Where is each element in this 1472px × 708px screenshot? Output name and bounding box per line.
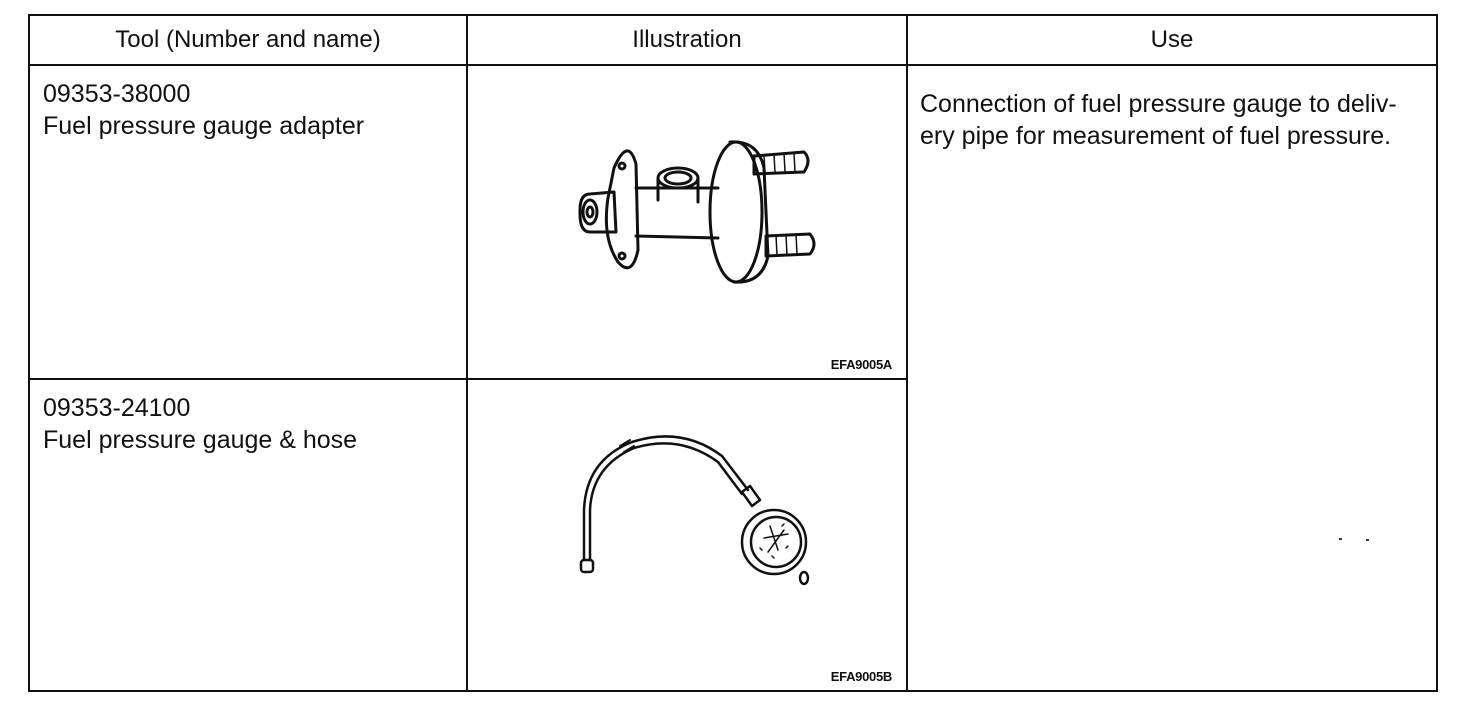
use-cell: Connection of fuel pressure gauge to del… — [906, 64, 1438, 692]
speck — [1339, 538, 1342, 540]
illustration-cell: EFA9005A — [466, 64, 908, 380]
header-illustration: Illustration — [466, 14, 908, 66]
table-row: 09353-38000 Fuel pressure gauge adapter — [28, 64, 1438, 692]
tool-number: 09353-38000 — [43, 80, 191, 108]
tool-number: 09353-24100 — [43, 394, 191, 422]
header-row: Tool (Number and name) Illustration Use — [28, 14, 1438, 66]
tool-name: Fuel pressure gauge adapter — [43, 112, 365, 140]
header-tool: Tool (Number and name) — [28, 14, 468, 66]
table-row: 09353-24100 Fuel pressure gauge & hose — [28, 378, 1437, 692]
tool-name: Fuel pressure gauge & hose — [43, 426, 358, 454]
header-use: Use — [906, 14, 1438, 66]
figure-code: EFA9005A — [830, 357, 893, 372]
use-text-line-1: Connection of fuel pressure gauge to del… — [920, 90, 1397, 118]
special-tools-table: Tool (Number and name) Illustration Use … — [28, 14, 1438, 692]
illustration-cell: EFA9005B — [466, 378, 908, 692]
speck — [1366, 539, 1369, 541]
use-text-line-2: ery pipe for measurement of fuel pressur… — [920, 122, 1392, 150]
tool-cell: 09353-38000 Fuel pressure gauge adapter — [28, 64, 468, 380]
fuel-pressure-gauge-adapter-icon — [578, 140, 816, 284]
fuel-pressure-gauge-and-hose-icon — [579, 435, 810, 586]
figure-code: EFA9005B — [830, 669, 893, 684]
tool-cell: 09353-24100 Fuel pressure gauge & hose — [28, 378, 468, 692]
